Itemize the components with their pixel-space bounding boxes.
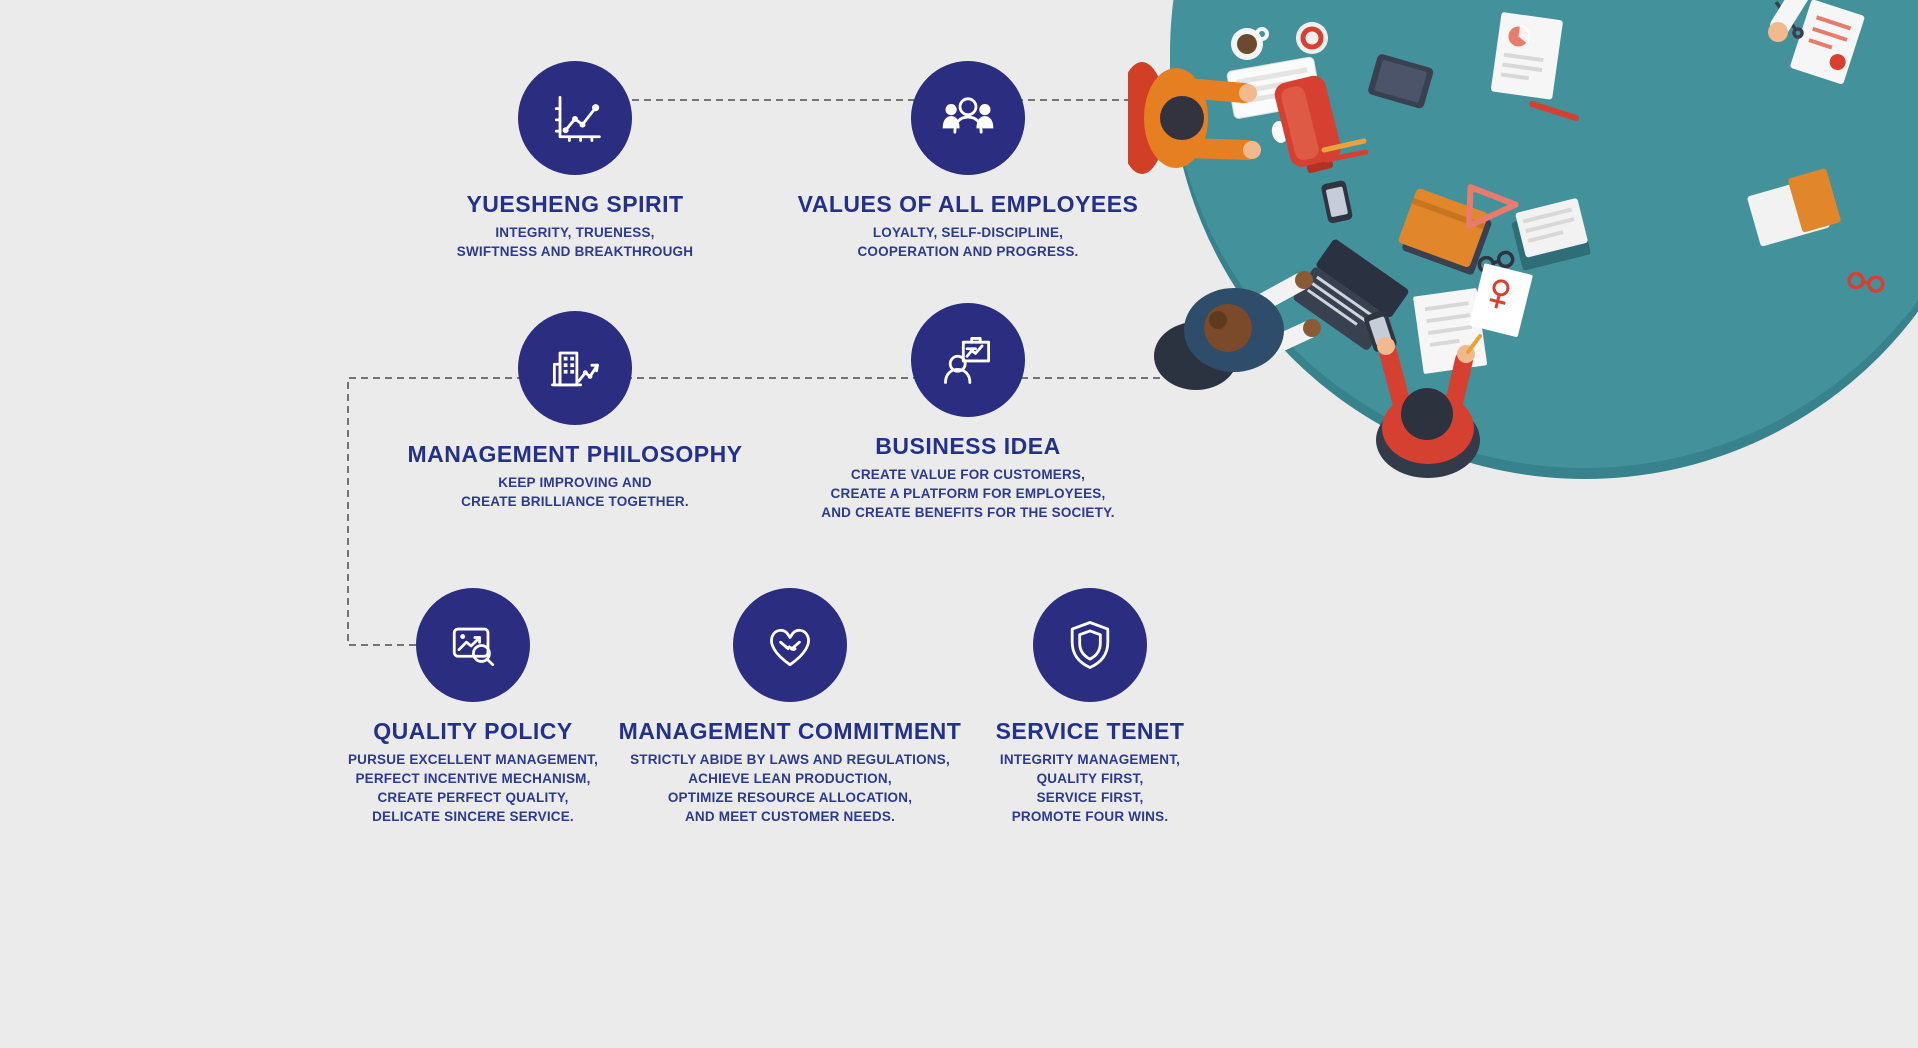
desc-line: COOPERATION AND PROGRESS. (857, 244, 1079, 259)
culture-card-management-philosophy: MANAGEMENT PHILOSOPHY KEEP IMPROVING AND… (365, 311, 785, 511)
icon-circle (911, 303, 1025, 417)
handshake-heart-icon (770, 628, 810, 667)
shield-icon (1070, 621, 1110, 669)
desc-line: AND CREATE BENEFITS FOR THE SOCIETY. (821, 505, 1115, 520)
desc-line: QUALITY FIRST, (1036, 771, 1144, 786)
culture-card-management-commitment: MANAGEMENT COMMITMENT STRICTLY ABIDE BY … (580, 588, 1000, 826)
card-title: VALUES OF ALL EMPLOYEES (797, 191, 1139, 217)
card-desc: STRICTLY ABIDE BY LAWS AND REGULATIONS, … (580, 750, 1000, 826)
desc-line: KEEP IMPROVING AND (498, 475, 652, 490)
desc-line: PURSUE EXCELLENT MANAGEMENT, (347, 752, 599, 767)
card-desc: PURSUE EXCELLENT MANAGEMENT, PERFECT INC… (283, 750, 663, 826)
card-desc: INTEGRITY MANAGEMENT, QUALITY FIRST, SER… (930, 750, 1250, 826)
desc-line: SWIFTNESS AND BREAKTHROUGH (456, 244, 694, 259)
desc-line: CREATE PERFECT QUALITY, (377, 790, 569, 805)
card-desc: INTEGRITY, TRUENESS, SWIFTNESS AND BREAK… (365, 223, 785, 261)
desc-line: STRICTLY ABIDE BY LAWS AND REGULATIONS, (630, 752, 950, 767)
management-philosophy-icon (551, 351, 599, 387)
culture-card-values: VALUES OF ALL EMPLOYEES LOYALTY, SELF-DI… (738, 61, 1198, 261)
desc-line: INTEGRITY, TRUENESS, (495, 225, 655, 240)
growth-chart-icon (554, 95, 601, 142)
desc-line: ACHIEVE LEAN PRODUCTION, (688, 771, 892, 786)
icon-circle (518, 311, 632, 425)
card-title: BUSINESS IDEA (875, 433, 1061, 459)
desc-line: INTEGRITY MANAGEMENT, (999, 752, 1181, 767)
icon-circle (733, 588, 847, 702)
business-idea-icon (944, 337, 991, 384)
card-title: MANAGEMENT COMMITMENT (618, 718, 962, 744)
desc-line: AND MEET CUSTOMER NEEDS. (684, 809, 896, 824)
icon-circle (1033, 588, 1147, 702)
culture-card-service-tenet: SERVICE TENET INTEGRITY MANAGEMENT, QUAL… (930, 588, 1250, 826)
desc-line: PERFECT INCENTIVE MECHANISM, (355, 771, 591, 786)
desc-line: SERVICE FIRST, (1036, 790, 1144, 805)
card-title: SERVICE TENET (995, 718, 1185, 744)
desc-line: CREATE BRILLIANCE TOGETHER. (461, 494, 689, 509)
card-desc: LOYALTY, SELF-DISCIPLINE, COOPERATION AN… (738, 223, 1198, 261)
card-title: MANAGEMENT PHILOSOPHY (407, 441, 743, 467)
card-desc: KEEP IMPROVING AND CREATE BRILLIANCE TOG… (365, 473, 785, 511)
desc-line: OPTIMIZE RESOURCE ALLOCATION, (667, 790, 913, 805)
card-title: YUESHENG SPIRIT (466, 191, 684, 217)
quality-policy-icon (452, 627, 495, 667)
icon-circle (518, 61, 632, 175)
culture-card-yuesheng-spirit: YUESHENG SPIRIT INTEGRITY, TRUENESS, SWI… (365, 61, 785, 261)
culture-card-business-idea: BUSINESS IDEA CREATE VALUE FOR CUSTOMERS… (738, 303, 1198, 522)
desc-line: LOYALTY, SELF-DISCIPLINE, (872, 225, 1064, 240)
desc-line: CREATE VALUE FOR CUSTOMERS, (850, 467, 1086, 482)
card-title: QUALITY POLICY (373, 718, 573, 744)
desc-line: PROMOTE FOUR WINS. (1011, 809, 1169, 824)
desc-line: CREATE A PLATFORM FOR EMPLOYEES, (830, 486, 1106, 501)
culture-card-quality-policy: QUALITY POLICY PURSUE EXCELLENT MANAGEME… (283, 588, 663, 826)
card-desc: CREATE VALUE FOR CUSTOMERS, CREATE A PLA… (738, 465, 1198, 522)
employees-icon (942, 97, 994, 134)
icon-circle (911, 61, 1025, 175)
desc-line: DELICATE SINCERE SERVICE. (372, 809, 574, 824)
icon-circle (416, 588, 530, 702)
